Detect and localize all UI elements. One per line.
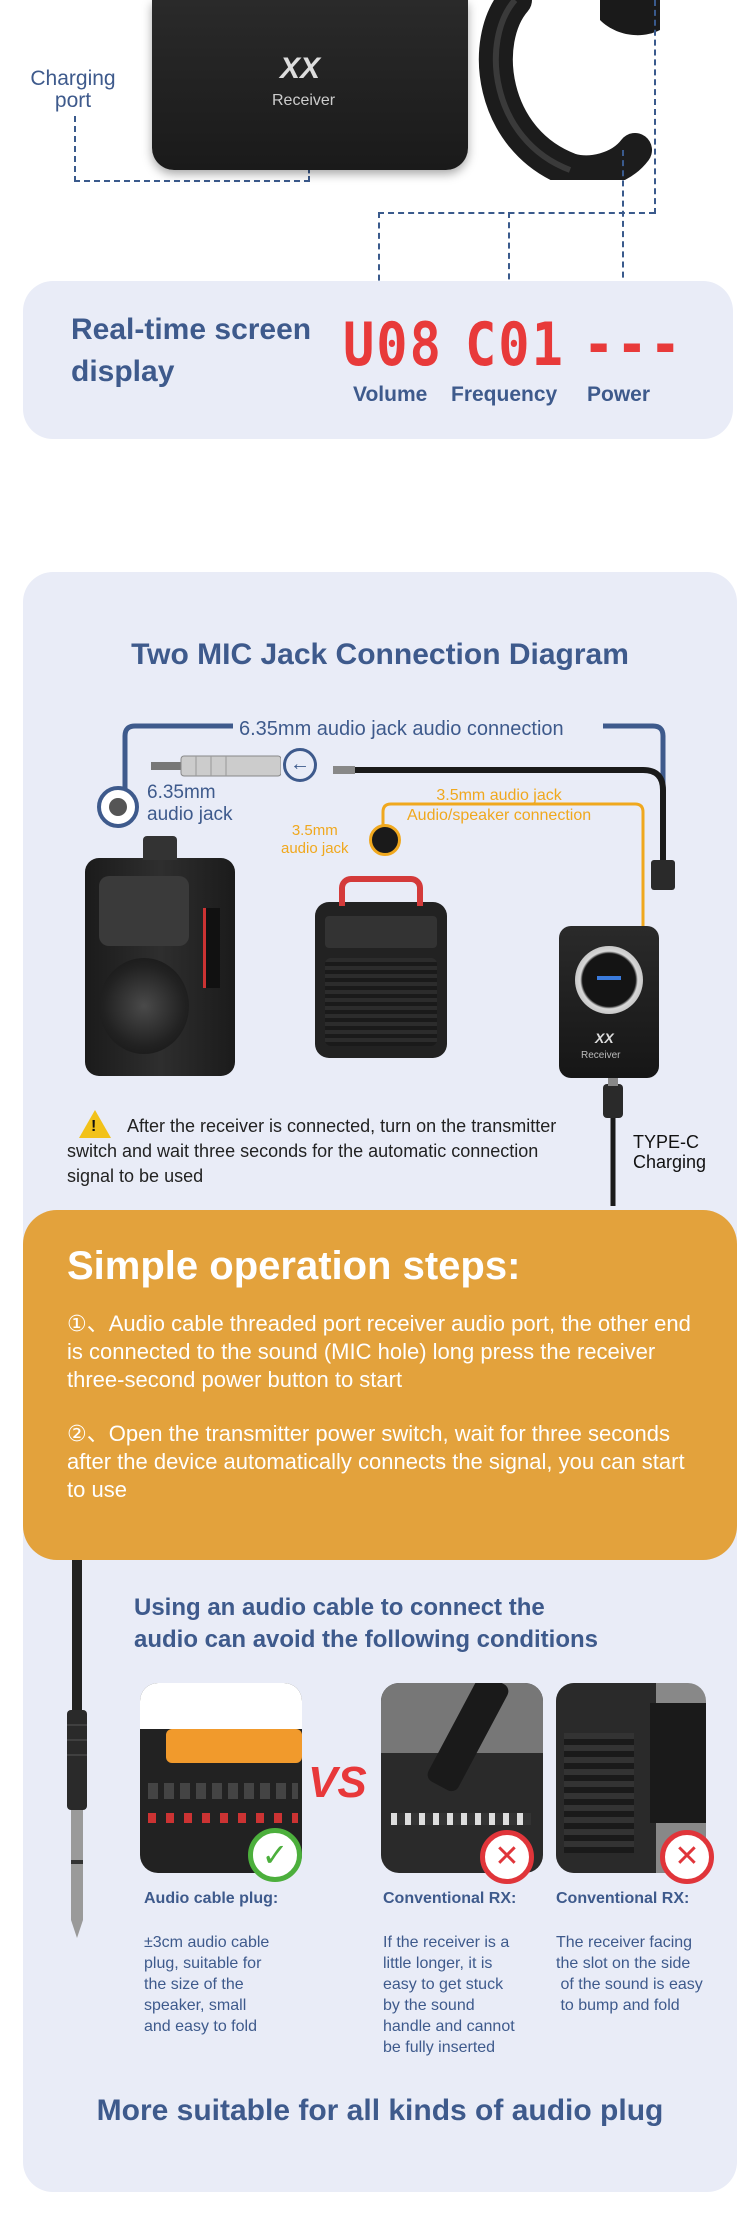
col3-title: Conventional RX:	[556, 1890, 690, 1907]
check-icon: ✓	[248, 1828, 302, 1882]
power-label: Power	[587, 383, 651, 406]
cross-icon-2: ✕	[660, 1830, 714, 1884]
receiver-logo-text: Receiver	[272, 92, 336, 109]
receiver-device-image: XX Receiver	[152, 0, 468, 170]
footer-heading: More suitable for all kinds of audio plu…	[96, 2094, 664, 2127]
volume-reading: U08	[343, 311, 443, 380]
col1-title: Audio cable plug:	[144, 1890, 279, 1907]
arrow-left-icon: ←	[283, 748, 317, 782]
volume-label: Volume	[353, 383, 428, 406]
receiver-image: XX Receiver	[559, 926, 659, 1078]
typec-cable	[603, 1078, 623, 1206]
receiver-badge-icon: XX	[595, 1030, 614, 1046]
jack-35-right-label: 3.5mm audio jack Audio/speaker connectio…	[407, 787, 592, 824]
display-card: Real-time screen display U08 C01 --- Vol…	[23, 281, 733, 439]
compare-heading: Using an audio cable to connect the audi…	[134, 1594, 599, 1653]
connection-line-label: 6.35mm audio jack audio connection	[239, 718, 564, 740]
plug-635-icon	[151, 755, 281, 777]
connection-line	[122, 723, 666, 792]
warning-icon: !	[79, 1110, 111, 1138]
col3-text: The receiver facing the slot on the side…	[556, 1934, 703, 2014]
frequency-reading: C01	[465, 311, 565, 380]
charging-port-label: Charging port	[30, 67, 116, 112]
warning-text: After the receiver is connected, turn on…	[67, 1116, 557, 1186]
brand-logo-icon: XX	[280, 52, 321, 85]
display-card-title: Real-time screen display	[71, 313, 312, 388]
conventional-rx-photo-2	[556, 1683, 706, 1873]
large-speaker-image	[85, 836, 235, 1076]
conventional-rx-photo-1	[381, 1683, 543, 1873]
diagram-title: Two MIC Jack Connection Diagram	[131, 638, 629, 671]
gooseneck-image	[478, 0, 660, 180]
col2-text: If the receiver is a little longer, it i…	[383, 1934, 515, 2056]
step-2-text: ②、Open the transmitter power switch, wai…	[67, 1421, 685, 1502]
yellow-cable	[381, 802, 645, 950]
jack-635-icon	[97, 786, 139, 828]
col1-text: ±3cm audio cable plug, suitable for the …	[144, 1934, 270, 2035]
small-speaker-image	[315, 876, 447, 1058]
power-reading: ---	[583, 311, 683, 380]
cross-icon-1: ✕	[480, 1830, 534, 1884]
typec-label: TYPE-C Charging	[633, 1132, 707, 1172]
frequency-label: Frequency	[451, 383, 558, 406]
vs-badge: VS	[308, 1758, 367, 1807]
steps-title: Simple operation steps:	[67, 1244, 521, 1288]
long-audio-cable-image	[67, 1560, 87, 1938]
receiver-badge-text: Receiver	[581, 1050, 621, 1061]
col2-title: Conventional RX:	[383, 1890, 517, 1907]
jack-35-left-label: 3.5mm audio jack	[281, 822, 349, 857]
jack-635-label: 6.35mm audio jack	[147, 782, 233, 825]
step-1-text: ①、Audio cable threaded port receiver aud…	[67, 1311, 691, 1392]
jack-35-icon	[369, 824, 401, 856]
audio-cable	[333, 766, 675, 890]
operation-steps-card: Simple operation steps: ①、Audio cable th…	[23, 1210, 737, 1560]
